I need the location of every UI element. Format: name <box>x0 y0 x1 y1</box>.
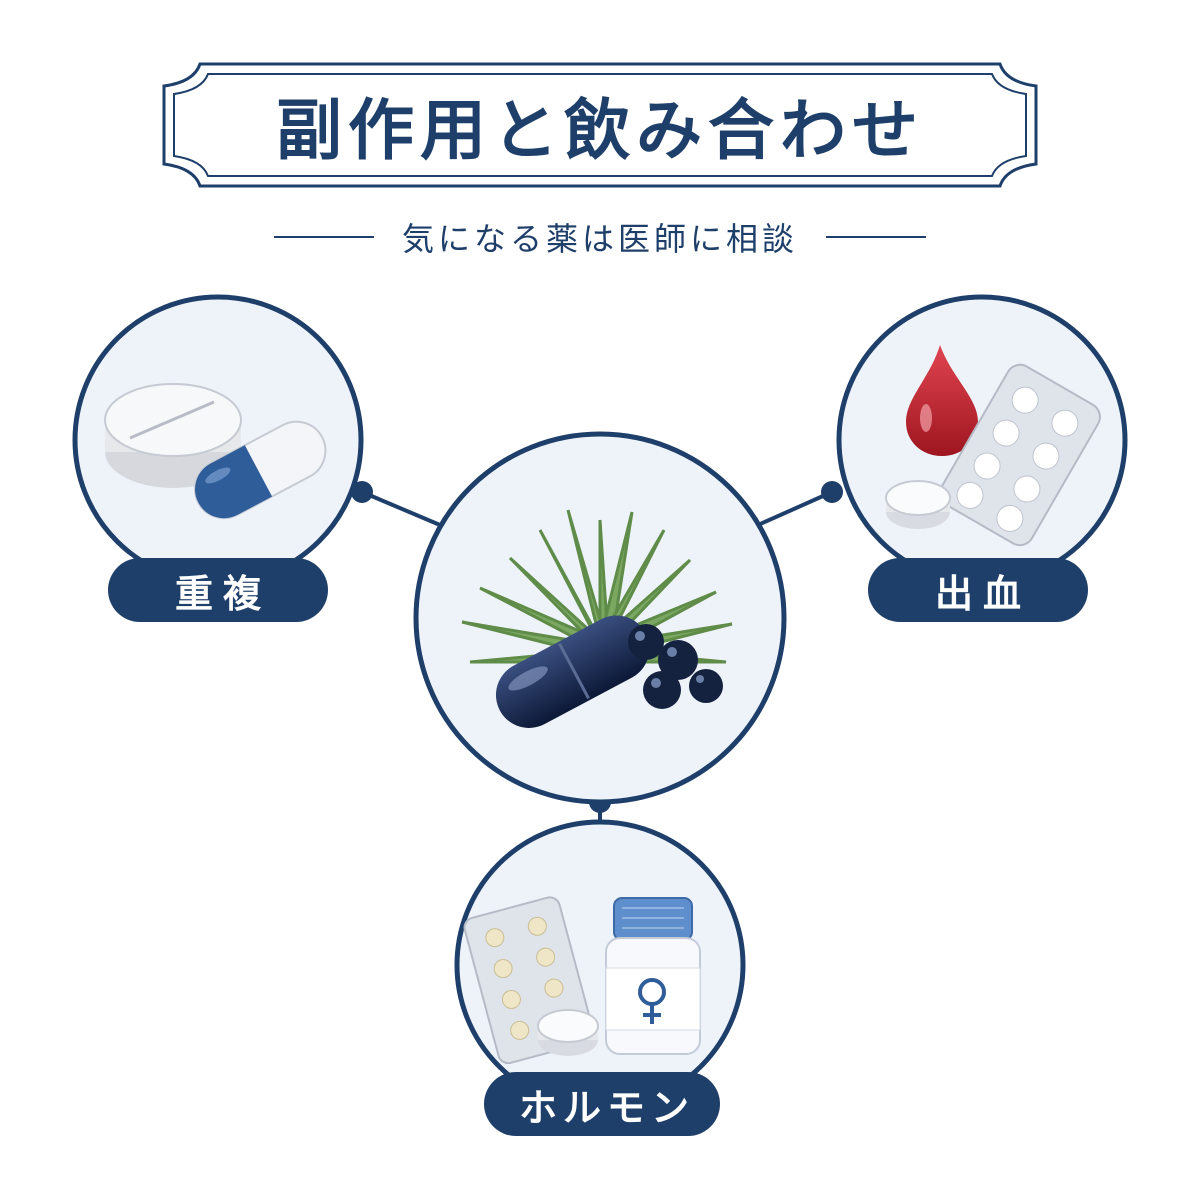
label-duplication: 重複 <box>108 558 328 622</box>
center-node <box>413 431 787 805</box>
connector-right <box>757 481 843 527</box>
node-bleeding <box>836 294 1128 586</box>
label-bleeding: 出血 <box>868 558 1088 622</box>
connector-left <box>351 481 441 527</box>
title-frame: 副作用と飲み合わせ <box>160 60 1040 190</box>
subtitle: 気になる薬は医師に相談 <box>401 220 798 258</box>
subtitle-rule-left <box>273 236 374 238</box>
label-hormone: ホルモン <box>484 1072 720 1136</box>
title-frame-border <box>162 62 1038 188</box>
saw-palmetto-capsule-berries-icon <box>461 509 733 728</box>
hormone-pill-bottle-icon <box>463 896 701 1065</box>
node-duplication <box>72 294 364 586</box>
subtitle-row: 気になる薬は医師に相談 <box>0 212 1200 262</box>
node-hormone <box>454 819 746 1111</box>
blood-drop-and-blister-pack-icon <box>885 345 1101 547</box>
subtitle-rule-right <box>826 236 926 238</box>
page-title: 副作用と飲み合わせ <box>276 92 924 169</box>
tablet-and-capsule-icon <box>104 383 327 520</box>
